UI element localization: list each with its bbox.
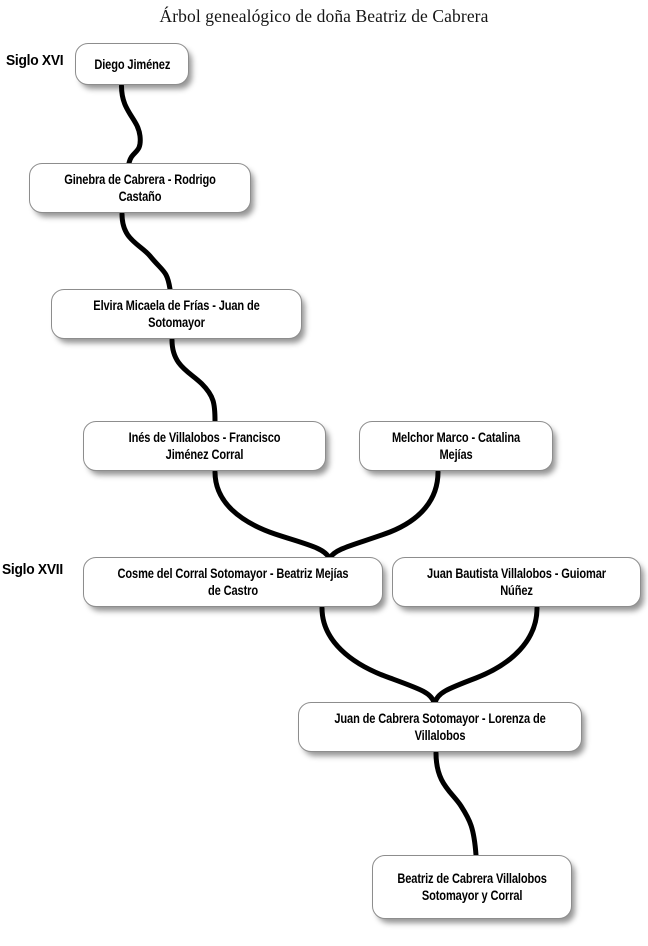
node-label-elvira-juan: Elvira Micaela de Frías - Juan de Sotoma… (93, 298, 260, 330)
node-cosme-beatriz[interactable]: Cosme del Corral Sotomayor - Beatriz Mej… (83, 557, 383, 607)
node-juan-cabrera-lorenza[interactable]: Juan de Cabrera Sotomayor - Lorenza de V… (298, 702, 582, 752)
connector-ines-to-cosme (212, 469, 332, 561)
era-label-siglo-xvi: Siglo XVI (6, 52, 64, 69)
node-label-juan-cabrera-lorenza: Juan de Cabrera Sotomayor - Lorenza de V… (334, 711, 546, 743)
node-label-ines-francisco: Inés de Villalobos - Francisco Jiménez C… (128, 430, 281, 462)
node-juan-bautista-guiomar[interactable]: Juan Bautista Villalobos - Guiomar Núñez (392, 557, 641, 607)
node-elvira-juan[interactable]: Elvira Micaela de Frías - Juan de Sotoma… (51, 289, 302, 339)
connector-ginebra-to-elvira (119, 211, 173, 292)
node-label-ginebra-rodrigo: Ginebra de Cabrera - Rodrigo Castaño (64, 172, 216, 204)
node-label-diego-jimenez: Diego Jiménez (94, 56, 170, 72)
connector-juan-to-beatriz (433, 750, 479, 858)
connector-elvira-to-ines (169, 337, 218, 424)
node-label-cosme-beatriz: Cosme del Corral Sotomayor - Beatriz Mej… (117, 566, 349, 598)
era-label-siglo-xvii: Siglo XVII (2, 561, 63, 578)
node-label-melchor-catalina: Melchor Marco - Catalina Mejías (391, 430, 521, 462)
page-title: Árbol genealógico de doña Beatriz de Cab… (159, 6, 489, 26)
connector-bautista-to-juan (432, 605, 540, 706)
node-label-beatriz-cabrera: Beatriz de Cabrera Villalobos Sotomayor … (397, 871, 547, 903)
node-beatriz-cabrera[interactable]: Beatriz de Cabrera Villalobos Sotomayor … (372, 855, 572, 919)
node-ginebra-rodrigo[interactable]: Ginebra de Cabrera - Rodrigo Castaño (29, 163, 251, 213)
connector-diego-to-ginebra (119, 83, 143, 166)
connector-melchor-to-cosme (327, 469, 441, 561)
connector-cosme-to-juan (319, 605, 437, 706)
node-diego-jimenez[interactable]: Diego Jiménez (75, 43, 189, 85)
node-melchor-catalina[interactable]: Melchor Marco - Catalina Mejías (359, 421, 553, 471)
node-ines-francisco[interactable]: Inés de Villalobos - Francisco Jiménez C… (83, 421, 326, 471)
node-label-juan-bautista-guiomar: Juan Bautista Villalobos - Guiomar Núñez (427, 566, 606, 598)
